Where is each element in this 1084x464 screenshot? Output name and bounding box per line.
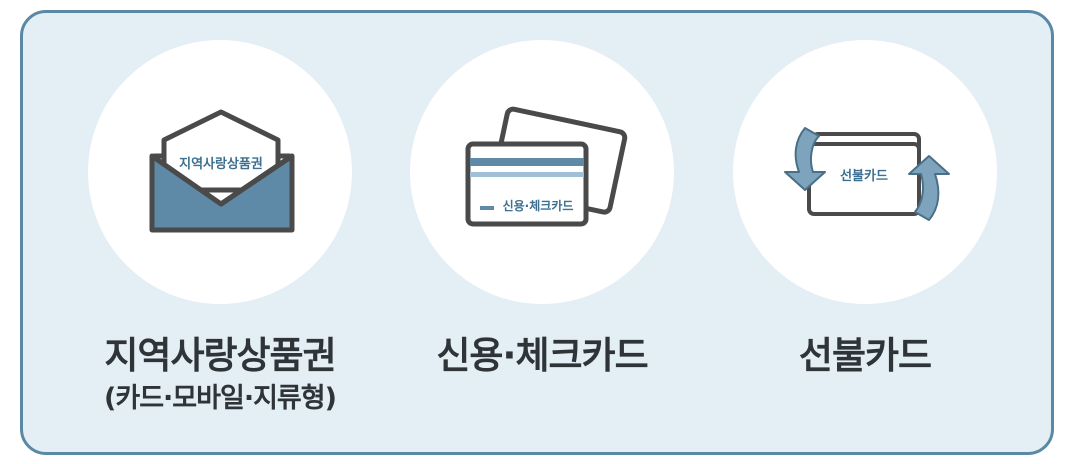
- prepaid-card-title: 선불카드: [798, 334, 932, 377]
- envelope-voucher-icon: 지역사랑상품권: [149, 109, 295, 233]
- voucher-icon-text: 지역사랑상품권: [179, 156, 263, 172]
- credit-card-icon: 신용·체크카드: [465, 106, 628, 227]
- credit-card-circle: 신용·체크카드: [410, 40, 674, 304]
- voucher-title: 지역사랑상품권: [104, 334, 336, 377]
- voucher-subtitle: (카드·모바일·지류형): [104, 383, 337, 414]
- prepaid-card-icon: 선불카드: [784, 127, 950, 221]
- card-icon-text: 신용·체크카드: [503, 198, 574, 213]
- prepaid-icon-text: 선불카드: [840, 168, 888, 184]
- voucher-circle: 지역사랑상품권: [88, 40, 352, 304]
- prepaid-card-circle: 선불카드: [733, 40, 997, 304]
- credit-card-title: 신용·체크카드: [436, 334, 648, 377]
